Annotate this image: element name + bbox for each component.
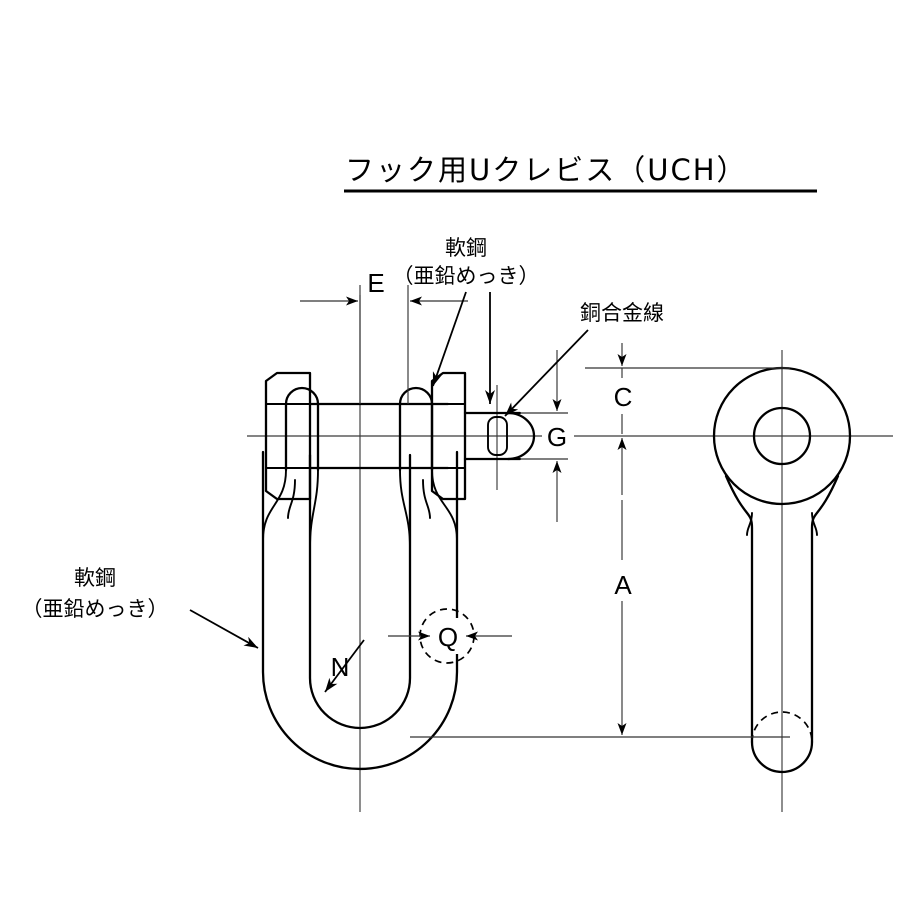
dimension-C: C [585,343,790,495]
eye-bore-circle [752,406,812,466]
dim-E-label: E [367,268,384,298]
cotter-pin-copper-wire [487,416,508,456]
shank-relief-left [746,512,753,536]
dim-A-label-mask [608,563,638,601]
dim-N-label: N [331,652,350,682]
dimension-N: N [324,639,365,693]
dim-C-label-mask [608,378,638,414]
dim-G-label: G [547,422,567,452]
shank-right-edge [810,474,840,744]
shank-left-edge [724,474,754,744]
annotation-material-upper-leader-a [432,291,467,387]
annotation-pin-material: 銅合金線 [504,301,664,417]
dimension-A: A [410,500,790,738]
dim-G-label-mask [542,419,574,453]
blend-left-outer [262,469,287,541]
dim-Q-label-mask [433,618,463,654]
u-body-inner-outline [308,453,412,730]
relief-mark-right [422,479,431,519]
annotation-material-upper: 軟鋼 （亜鉛めっき） [393,236,540,404]
dimension-E: E [300,268,468,404]
clevis-leg-right [398,386,434,472]
annotation-material-body-line1: 軟鋼 [74,566,116,590]
front-view [261,386,459,771]
nut-hex [430,371,467,501]
u-body-outer-outline [261,450,459,771]
annotation-material-body-leader [189,609,259,649]
dimension-Q: Q [388,608,512,664]
annotation-material-upper-line1: 軟鋼 [445,236,487,260]
annotation-material-body-line2: （亜鉛めっき） [22,597,169,621]
annotation-material-upper-line2: （亜鉛めっき） [393,264,540,288]
clevis-leg-left [284,386,320,472]
dim-A-label: A [614,570,632,600]
shank-relief-right [811,512,818,536]
relief-mark-left [287,479,296,519]
dim-Q-label: Q [438,622,458,652]
pin-end-cap [506,411,536,461]
bolt-head-hex [264,371,312,501]
drawing-title: フック用Uクレビス（UCH） [345,153,748,187]
bolt-assembly [264,371,536,501]
shank-bottom-round [750,740,814,774]
annotation-pin-material-leader [504,329,589,417]
blend-right-inner [399,469,411,549]
blend-right-outer [431,469,458,541]
centerlines-group [247,295,893,812]
title-block: フック用Uクレビス（UCH） [344,153,817,193]
dim-C-label: C [614,382,633,412]
blend-left-inner [309,469,319,549]
dimension-G: G [520,350,574,522]
dim-N-leader [324,639,365,693]
annotation-pin-material-line1: 銅合金線 [580,301,664,325]
annotation-material-body: 軟鋼 （亜鉛めっき） [22,566,259,649]
shank-bottom-hidden-arc [751,711,813,743]
